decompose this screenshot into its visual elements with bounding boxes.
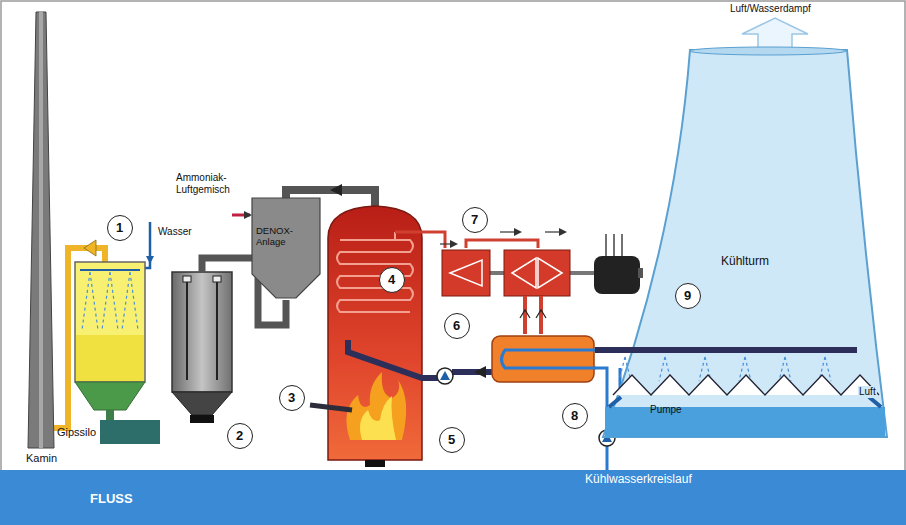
- condenser: [502, 350, 597, 368]
- ammonia-feed: [232, 215, 250, 216]
- water-feed: [142, 222, 150, 268]
- water-feed: [149, 222, 152, 262]
- river-band: FLUSS Kühlwasserkreislauf: [0, 470, 906, 525]
- turbine: [520, 310, 546, 318]
- turbine: [525, 296, 541, 334]
- boiler: [360, 396, 396, 440]
- ammonia-feed: [232, 214, 250, 217]
- scrubber: [75, 382, 145, 410]
- boiler: [328, 206, 422, 460]
- generator: [638, 268, 643, 278]
- steam-line: [395, 232, 445, 248]
- callout-number: 4: [379, 267, 405, 293]
- exhaust-pipe: [84, 240, 96, 256]
- condenser: [492, 336, 596, 382]
- scrubber: [80, 269, 140, 271]
- cooling-tower-shape: [595, 45, 895, 445]
- node-label: FLUSS: [90, 492, 133, 507]
- feedwater-pipe: [474, 366, 486, 378]
- cooling-tower-shape: [609, 397, 881, 407]
- node-label: DENOX-Anlage: [256, 226, 316, 248]
- electrostatic-filter: [190, 415, 214, 423]
- steam-line: [466, 240, 538, 248]
- turbine: [450, 260, 482, 286]
- steam-line: [395, 232, 565, 248]
- denox-hopper-shape: [252, 198, 320, 298]
- cooling-tower: Kühlturm: [595, 45, 895, 445]
- node-label: Kamin: [26, 452, 57, 465]
- electrostatic-filter: [172, 392, 232, 415]
- feedwater-pipe: [452, 369, 495, 375]
- burner: [310, 405, 352, 410]
- boiler: [365, 460, 385, 467]
- feedwater-pipe: [440, 371, 450, 380]
- boiler: [328, 206, 422, 467]
- feedwater-pipe: [348, 340, 495, 384]
- generator: [606, 234, 622, 256]
- text-label: Ammoniak- Luftgemisch: [176, 172, 250, 195]
- denox-unit: DENOX-Anlage: [252, 198, 320, 303]
- electrostatic-filter: [187, 280, 217, 380]
- chimney: Kamin: [28, 12, 54, 448]
- boiler: [337, 240, 413, 312]
- steam-line: [545, 231, 565, 232]
- text-label: Luft: [858, 386, 877, 398]
- turbine: [504, 250, 570, 296]
- cooling-water-pipe: [606, 446, 609, 470]
- gypsum-silo: Gipssilo: [100, 420, 160, 444]
- boiler: [346, 372, 406, 440]
- text-label: Luft/Wasserdampf: [730, 3, 811, 15]
- feedwater-pipe: [437, 368, 453, 384]
- electrostatic-filter: [213, 276, 221, 282]
- cooling-tower-shape: [603, 50, 887, 437]
- cooling-tower-shape: [613, 375, 879, 395]
- callout-number: 3: [279, 385, 305, 411]
- cooling-tower-shape: [605, 407, 885, 437]
- flue-gas-duct: [330, 184, 342, 196]
- cooling-tower-shape: [595, 347, 857, 353]
- generator: [594, 234, 643, 294]
- callout-number: 7: [462, 207, 488, 233]
- turbine: [512, 258, 562, 288]
- text-label: Pumpe: [650, 404, 682, 416]
- callout-number: 6: [444, 313, 470, 339]
- node-label: Kühlturm: [595, 255, 895, 269]
- electrostatic-filter: [172, 272, 232, 423]
- denox-hopper-shape: [252, 198, 320, 303]
- chimney-shape: [28, 12, 54, 448]
- chimney-shape: [39, 12, 43, 448]
- callout-number: 9: [675, 283, 701, 309]
- burner: [310, 405, 352, 410]
- scrubber: [106, 410, 114, 420]
- turbine: [442, 250, 490, 296]
- scrubber: [75, 262, 145, 382]
- electrostatic-filter: [183, 276, 191, 282]
- condenser: [492, 336, 594, 382]
- cooling-tower-shape: [690, 47, 846, 55]
- callout-number: 8: [562, 403, 588, 429]
- node-label: Gipssilo: [57, 426, 96, 439]
- feedwater-pipe: [348, 340, 438, 378]
- callout-number: 1: [107, 215, 133, 241]
- callout-number: 2: [227, 423, 253, 449]
- scrubber: [82, 272, 138, 330]
- electrostatic-filter: [172, 272, 232, 392]
- callout-number: 5: [439, 427, 465, 453]
- scrubber: [76, 335, 144, 381]
- steam-line: [500, 231, 520, 232]
- steam-line: [440, 243, 456, 244]
- generator: [594, 256, 640, 294]
- chimney-shape: [28, 12, 54, 448]
- text-label: Wasser: [158, 226, 192, 238]
- node-label: Kühlwasserkreislauf: [585, 473, 692, 487]
- scrubber: [75, 262, 145, 420]
- cooling-tower-shape: [619, 357, 831, 381]
